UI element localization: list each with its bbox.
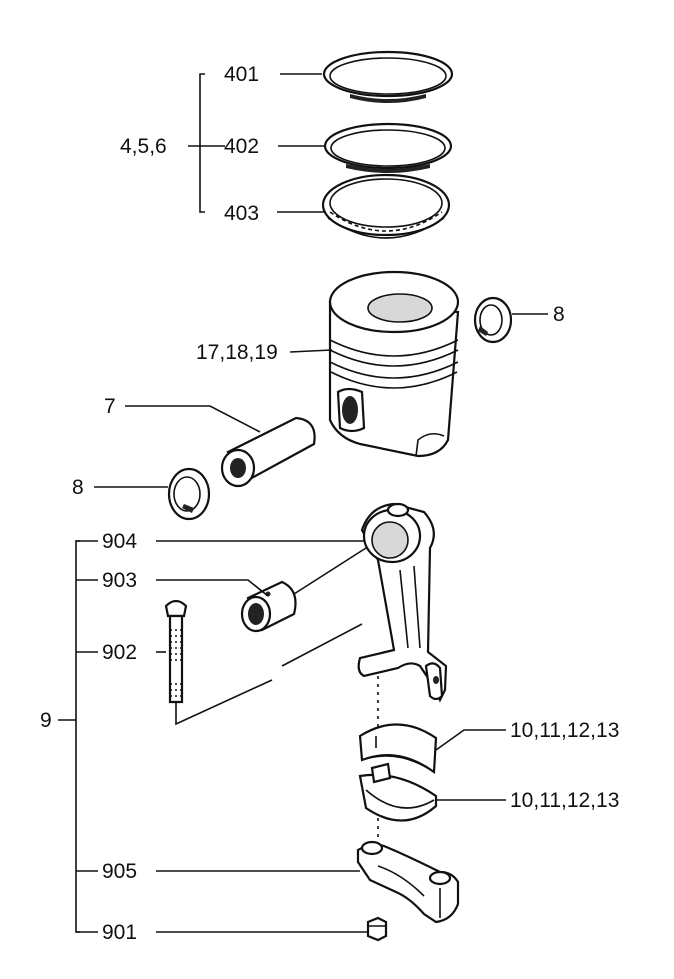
conrod-assembly-bracket: [58, 540, 98, 933]
ring-set-bracket: [188, 73, 325, 213]
label-bearing-shell-lower: 10,11,12,13: [510, 789, 619, 812]
label-ring-403: 403: [224, 202, 259, 225]
piston: [328, 270, 460, 458]
label-bearing-cap: 905: [102, 860, 137, 883]
bearing-shell-upper: [358, 723, 438, 775]
circlip-right: [473, 296, 513, 344]
label-circlip-left: 8: [72, 476, 84, 499]
bearing-cap: [356, 840, 460, 924]
circlip-left: [167, 467, 211, 521]
label-circlip-right: 8: [553, 303, 565, 326]
piston-pin: [220, 416, 316, 488]
rod-bolt: [164, 599, 188, 704]
label-ring-401: 401: [224, 63, 259, 86]
piston-ring-402: [323, 122, 453, 173]
bearing-shell-lower: [358, 762, 438, 822]
label-rod-nut: 901: [102, 921, 137, 944]
label-ring-402: 402: [224, 135, 259, 158]
label-conrod: 904: [102, 530, 137, 553]
connecting-rod: [357, 502, 448, 703]
piston-ring-401: [322, 50, 454, 103]
small-end-bush: [240, 580, 297, 633]
label-piston: 17,18,19: [196, 341, 278, 364]
label-small-end-bush: 903: [102, 569, 137, 592]
rod-nut: [366, 916, 388, 942]
label-bearing-shell-upper: 10,11,12,13: [510, 719, 619, 742]
label-conrod-assembly: 9: [40, 709, 52, 732]
label-ring-set: 4,5,6: [120, 135, 167, 158]
label-rod-bolt: 902: [102, 641, 137, 664]
label-piston-pin: 7: [104, 395, 116, 418]
piston-ring-403: [321, 173, 451, 239]
